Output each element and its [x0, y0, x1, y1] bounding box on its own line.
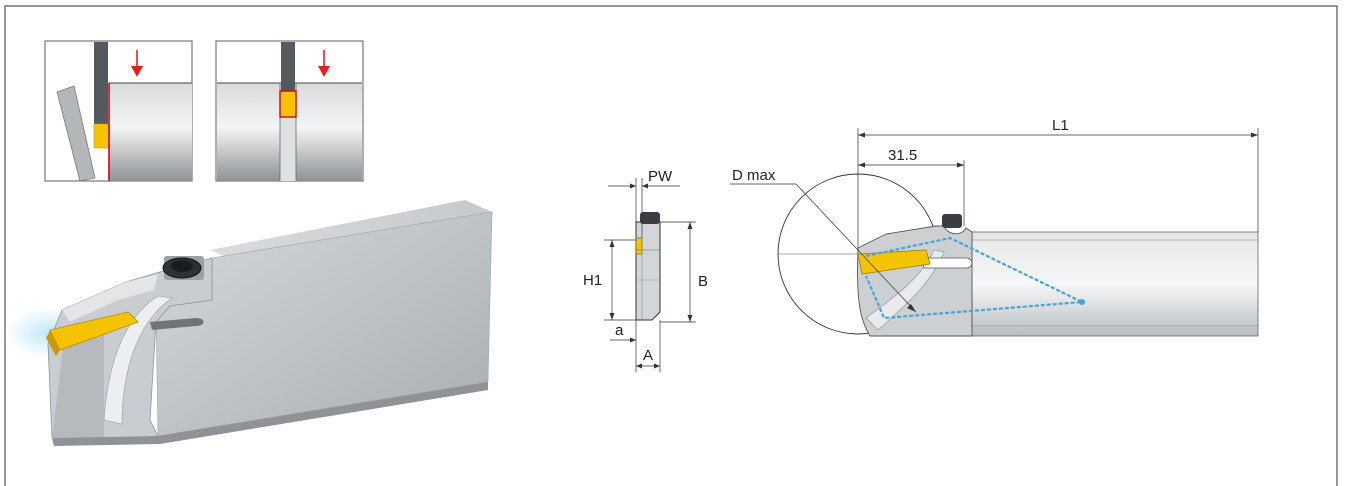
h1-label: H1: [583, 272, 602, 289]
a-upper-label: A: [643, 347, 653, 364]
l1-label: L1: [1052, 117, 1069, 134]
parting-illustration-right: [215, 40, 364, 182]
feed-arrow-icon: [318, 50, 330, 77]
insert-icon: [279, 90, 297, 118]
feed-arrow-icon: [131, 50, 143, 77]
b-label: B: [698, 273, 708, 290]
a-label: a: [615, 322, 624, 339]
end-view-drawing: PW H1 B a A: [583, 168, 708, 372]
d-max-label: D max: [732, 167, 776, 184]
insert-icon: [93, 123, 110, 149]
tool-holder-3d: [6, 200, 493, 446]
insert-icon: [857, 249, 931, 275]
coolant-channel: [864, 236, 1087, 320]
pw-label: PW: [648, 168, 673, 185]
frame-border: [4, 5, 1338, 486]
parting-illustration-left: [44, 40, 193, 182]
side-view-drawing: D max L1 31.5: [730, 117, 1259, 337]
offset-label: 31.5: [888, 147, 917, 164]
